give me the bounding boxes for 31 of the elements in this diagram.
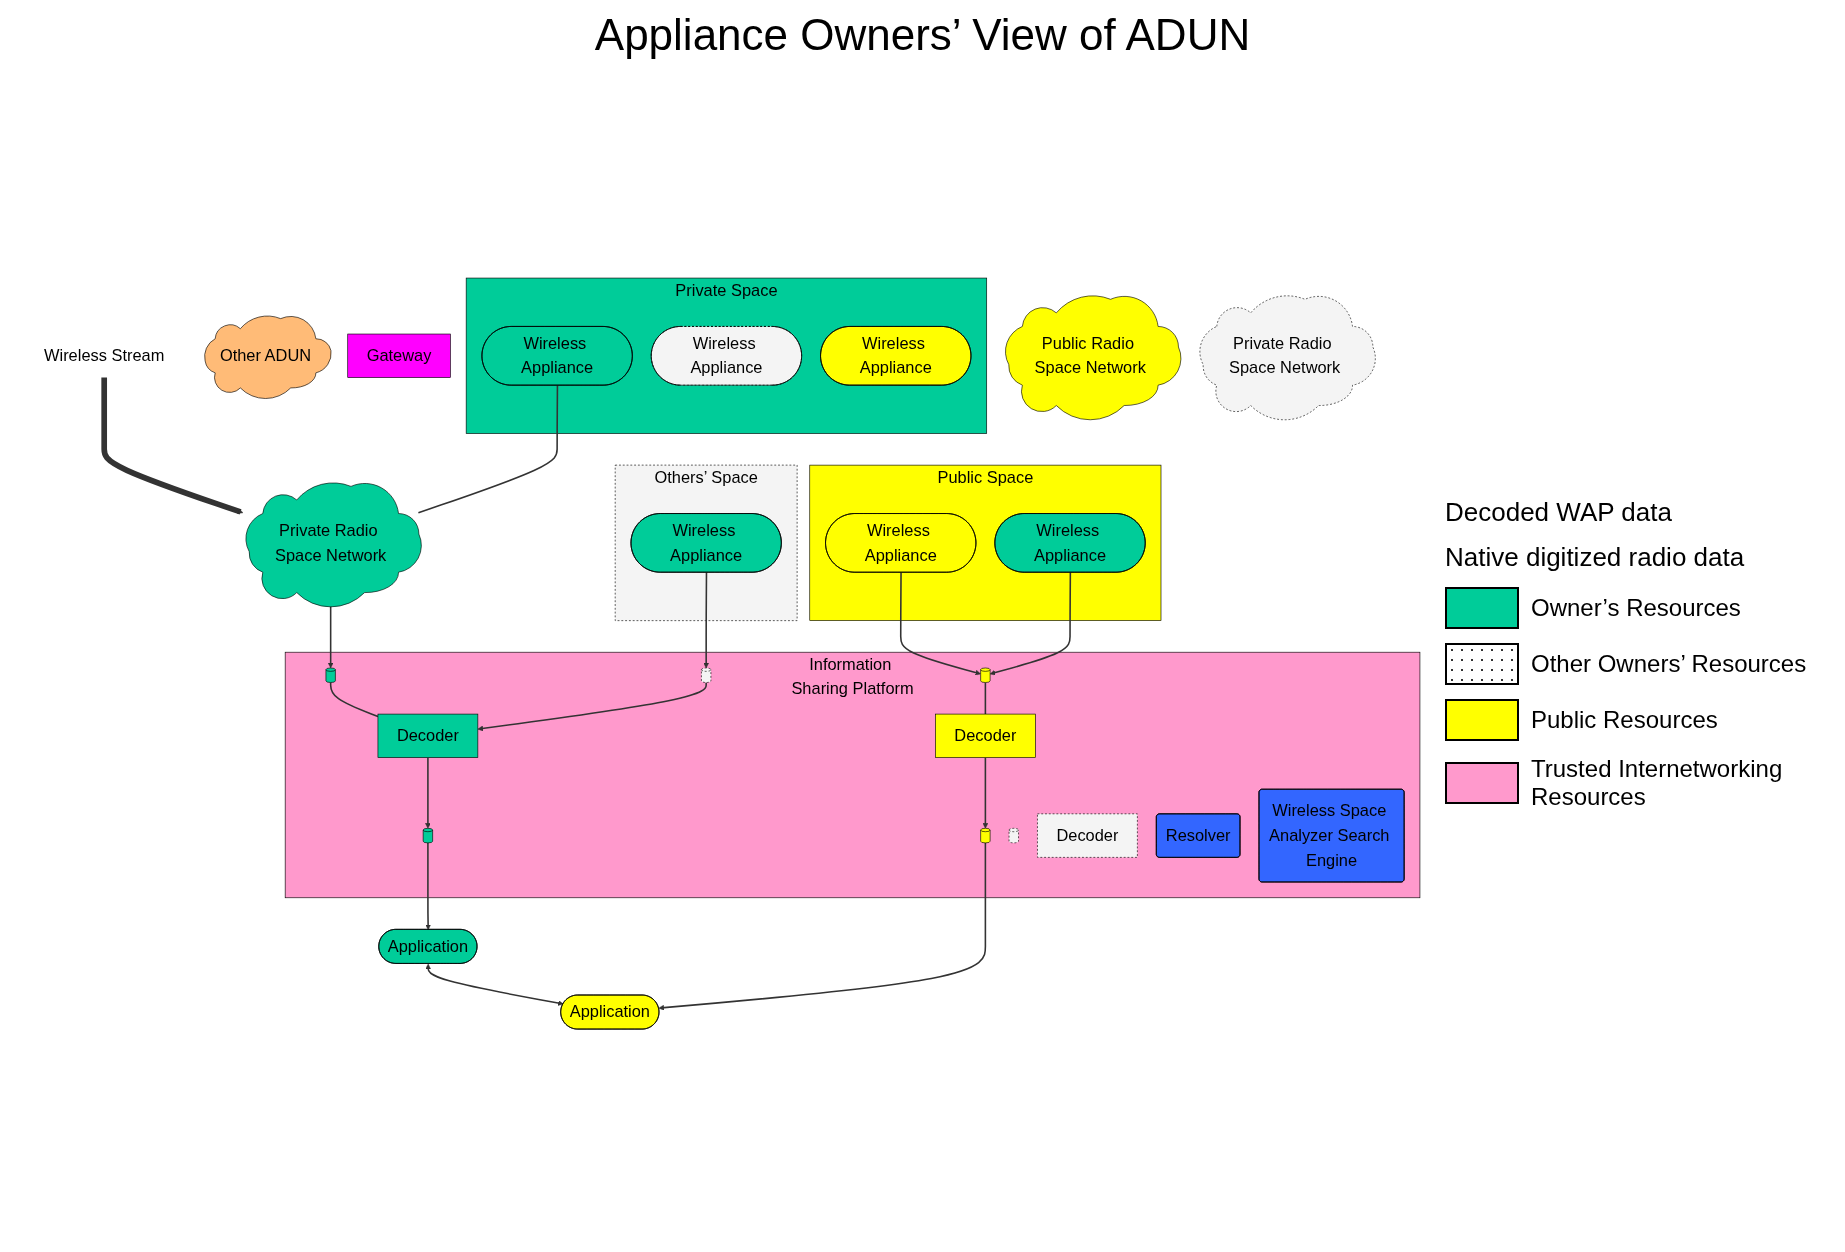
legend-label: Other Owners’ Resources (1531, 650, 1807, 678)
arrow (425, 842, 431, 931)
node-cylinder (1008, 828, 1019, 844)
node-cylinder (980, 668, 991, 684)
arrow (989, 572, 1072, 676)
node-text: Wireless Stream (44, 346, 165, 366)
arrow (477, 682, 707, 732)
diagram-title: Appliance Owners’ View of ADUN (593, 10, 1252, 60)
arrow (703, 572, 709, 669)
arrow (425, 964, 564, 1007)
arrow (982, 757, 989, 829)
connector (984, 682, 987, 716)
arrow (899, 572, 981, 676)
node-box: Decoder (377, 714, 479, 759)
connector (417, 385, 559, 514)
node-box: Gateway (347, 334, 451, 379)
node-cylinder (325, 668, 336, 684)
legend-label: Trusted Internetworking Resources (1531, 755, 1784, 811)
arrow (425, 757, 431, 829)
connector (329, 682, 379, 718)
legend-label: Owner’s Resources (1531, 594, 1741, 622)
node-cylinder (422, 828, 433, 844)
node-cylinder (701, 668, 712, 684)
node-cylinder (980, 828, 991, 844)
note-text: Native digitized radio data (1445, 542, 1746, 573)
note-text: Decoded WAP data (1445, 497, 1673, 528)
node-box: Decoder (1037, 813, 1138, 859)
legend-label: Public Resources (1531, 706, 1718, 734)
arrow (101, 378, 244, 516)
node-box: Decoder (935, 714, 1036, 759)
arrow (658, 842, 987, 1011)
